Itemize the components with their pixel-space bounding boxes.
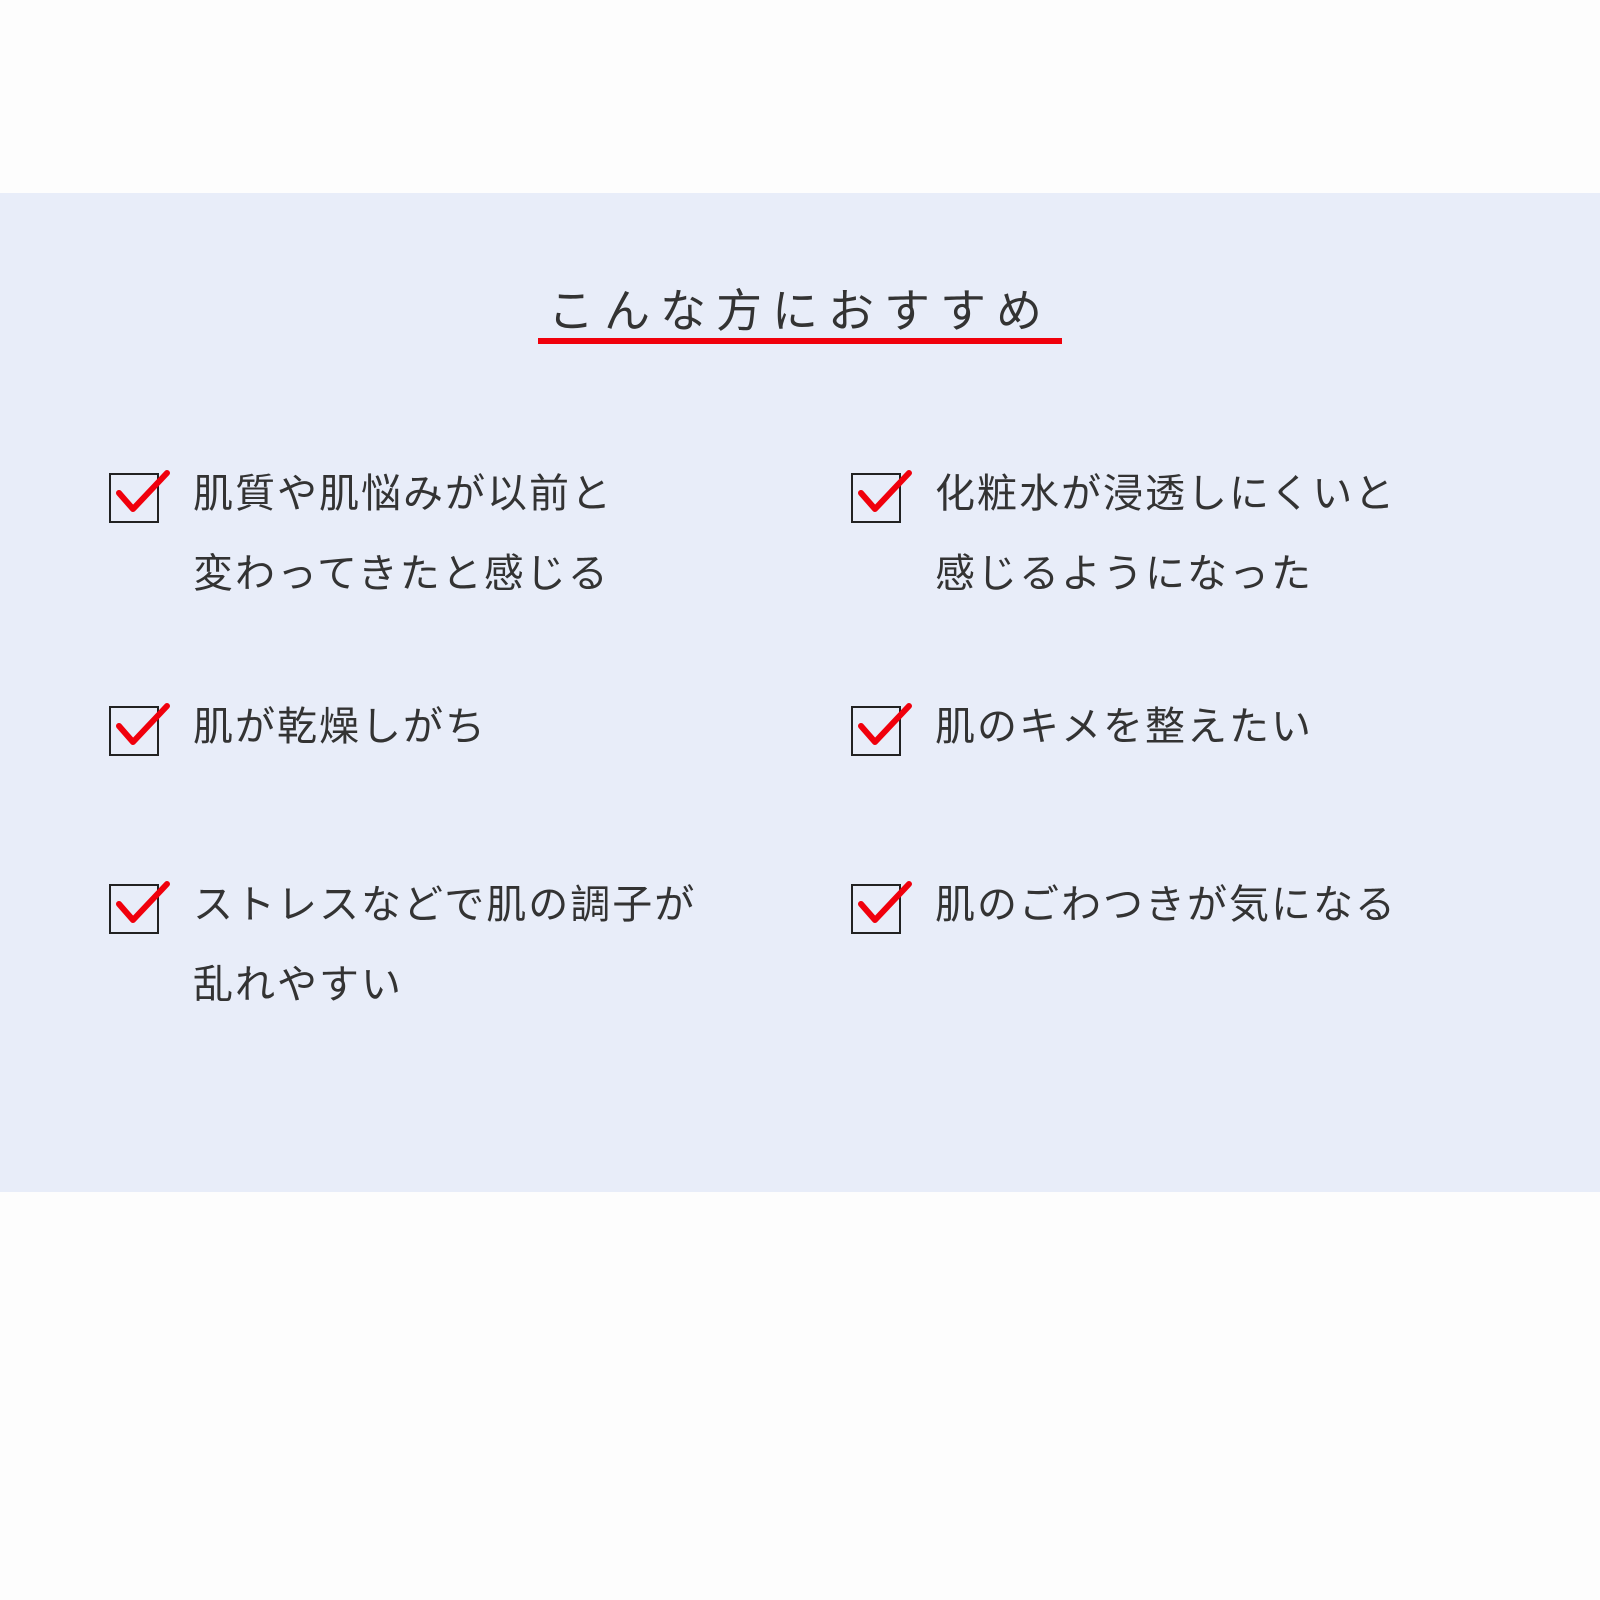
section-title: こんな方におすすめ [548,284,1052,338]
checklist-item-text: 化粧水が浸透しにくいと 感じるようになった [935,471,1397,597]
recommendation-section [0,193,1600,1192]
checklist-item: 肌質や肌悩みが以前と 変わってきたと感じる [109,470,793,614]
checklist-item-text: 肌のキメを整えたい [935,704,1313,750]
checklist-item: 肌のごわつきが気になる [851,881,1535,945]
checklist-item-text: 肌のごわつきが気になる [935,882,1397,928]
title-underline [538,338,1062,344]
checklist-item: 肌が乾燥しがち [109,703,793,767]
checklist-item: ストレスなどで肌の調子が 乱れやすい [109,881,793,1025]
checklist-item: 化粧水が浸透しにくいと 感じるようになった [851,470,1535,614]
checkbox-checked-icon [851,470,912,523]
checkbox-checked-icon [109,470,170,523]
checklist-item-text: 肌質や肌悩みが以前と 変わってきたと感じる [193,471,613,597]
checklist-item: 肌のキメを整えたい [851,703,1535,767]
checkbox-checked-icon [851,703,912,756]
checkbox-checked-icon [109,703,170,756]
checklist-item-text: ストレスなどで肌の調子が 乱れやすい [193,882,697,1008]
checklist-item-text: 肌が乾燥しがち [193,704,487,750]
checkbox-checked-icon [851,881,912,934]
checkbox-checked-icon [109,881,170,934]
